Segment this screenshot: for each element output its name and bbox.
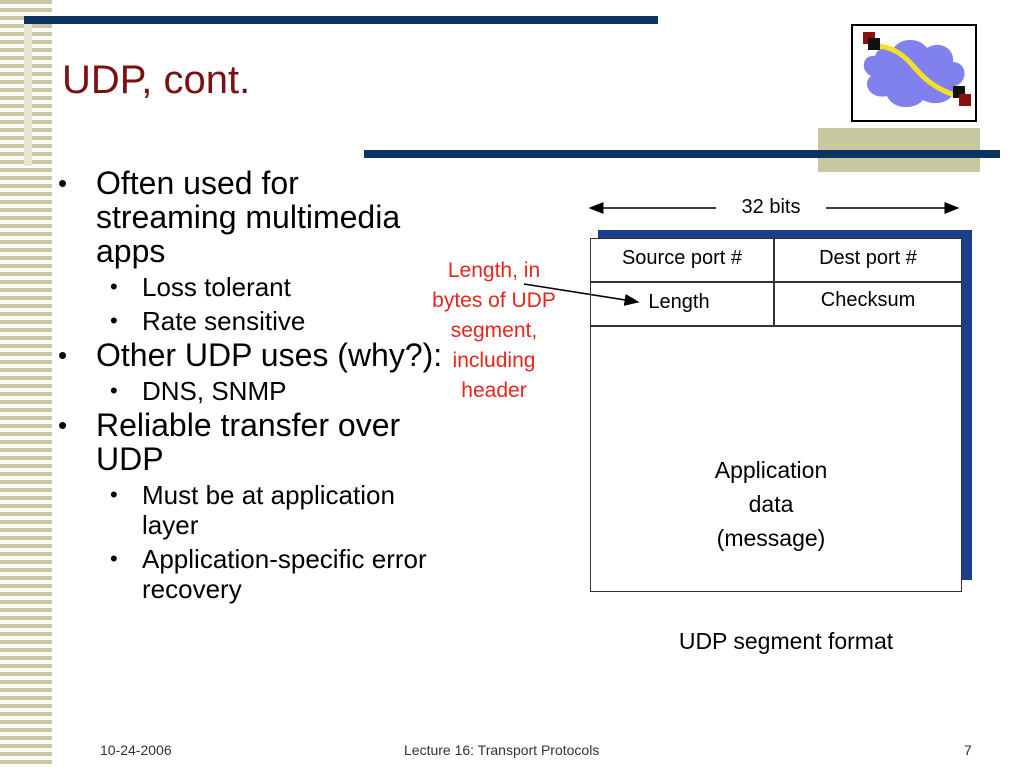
bullet-glyph: • <box>58 340 68 370</box>
annotation-arrow <box>523 283 640 306</box>
application-data-field: Application data (message) <box>591 453 951 555</box>
column-divider <box>773 239 775 325</box>
source-port-field: Source port # <box>621 247 743 269</box>
bullet-text: Reliable transfer over UDP <box>96 407 401 477</box>
slide-title: UDP, cont. <box>62 58 251 102</box>
sub-bullet-text: Rate sensitive <box>142 306 306 336</box>
sub-bullet-glyph: • <box>110 274 118 299</box>
diagram-caption: UDP segment format <box>678 628 894 654</box>
decorative-vertical-bar <box>24 16 32 166</box>
application-data-line: (message) <box>716 525 826 551</box>
sub-bullet-glyph: • <box>110 546 118 571</box>
length-annotation: Length, in bytes of UDP segment, includi… <box>414 256 574 406</box>
length-field: Length <box>648 291 710 313</box>
sub-bullet-glyph: • <box>110 378 118 403</box>
sub-bullet-item: • DNS, SNMP <box>58 376 448 406</box>
bullet-text: Other UDP uses (why?): <box>96 337 443 373</box>
sub-bullet-item: • Loss tolerant <box>58 272 448 302</box>
sub-bullet-glyph: • <box>110 308 118 333</box>
row-divider <box>591 281 961 283</box>
width-indicator <box>588 202 960 214</box>
checksum-field: Checksum <box>820 289 916 311</box>
udp-segment-box: Source port # Dest port # Length Checksu… <box>590 238 962 592</box>
title-underline-rule <box>364 150 1000 158</box>
sub-bullet-item: • Must be at application layer <box>58 480 448 540</box>
sub-bullet-text: DNS, SNMP <box>142 376 287 406</box>
sub-bullet-glyph: • <box>110 482 118 507</box>
annotation-line: Length, in <box>447 259 541 282</box>
bullet-item: • Reliable transfer over UDP <box>58 408 448 476</box>
bullet-glyph: • <box>58 410 68 440</box>
width-label: 32 bits <box>741 196 801 218</box>
bullet-text: Often used for streaming multimedia apps <box>96 165 401 269</box>
bullet-glyph: • <box>58 168 68 198</box>
row-divider <box>591 325 961 327</box>
bullet-item: • Often used for streaming multimedia ap… <box>58 166 448 268</box>
annotation-line: segment, <box>450 319 538 342</box>
network-cloud-logo-icon <box>851 24 977 122</box>
footer-course: Lecture 16: Transport Protocols <box>404 742 600 758</box>
footer-date: 10-24-2006 <box>100 742 172 758</box>
top-rule <box>24 16 658 24</box>
annotation-line: bytes of UDP <box>432 289 556 312</box>
sub-bullet-item: • Rate sensitive <box>58 306 448 336</box>
sub-bullet-text: Application-specific error recovery <box>142 544 427 604</box>
application-data-line: data <box>748 491 794 517</box>
annotation-line: including <box>452 349 536 372</box>
dest-port-field: Dest port # <box>819 247 917 269</box>
bullet-item: • Other UDP uses (why?): <box>58 338 448 372</box>
bullet-list: • Often used for streaming multimedia ap… <box>58 164 448 604</box>
footer-page-number: 7 <box>964 742 972 758</box>
annotation-line: header <box>461 379 527 402</box>
sub-bullet-text: Loss tolerant <box>142 272 291 302</box>
application-data-line: Application <box>714 457 828 483</box>
sub-bullet-text: Must be at application layer <box>142 480 395 540</box>
sub-bullet-item: • Application-specific error recovery <box>58 544 448 604</box>
